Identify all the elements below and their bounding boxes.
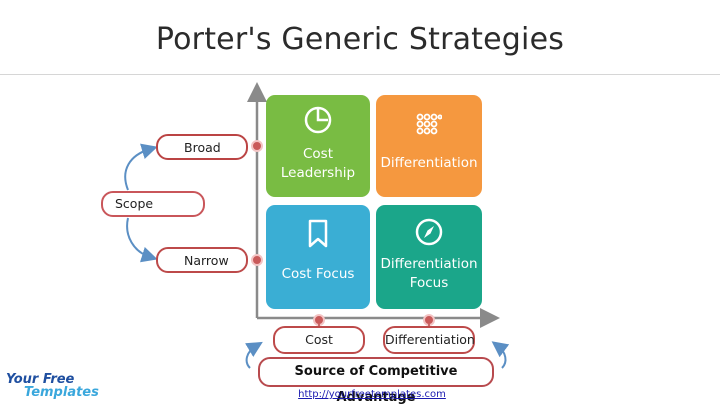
broad-label: Broad (156, 134, 248, 160)
narrow-label: Narrow (156, 247, 248, 273)
quadrant-differentiation-focus: Differentiation Focus (376, 205, 482, 309)
cost-leadership-label: Cost Leadership (280, 146, 356, 181)
cost-focus-label: Cost Focus (281, 266, 355, 282)
source-left-arrow (245, 341, 263, 369)
logo-line1: Your Free (6, 372, 75, 387)
scope-to-narrow-arrow (126, 217, 158, 263)
source-of-advantage-label: Source of Competitive Advantage (258, 357, 494, 405)
cost-axis-dot (313, 314, 325, 326)
dots-grid-icon (416, 113, 443, 141)
scope-to-broad-arrow (124, 143, 158, 191)
website-link[interactable]: http://yourfreetemplates.com (298, 389, 446, 400)
pie-chart-icon (303, 105, 333, 141)
differentiation-focus-label: Differentiation Focus (380, 256, 478, 291)
differentiation-axis-label: Differentiation (383, 326, 475, 354)
cost-label: Cost (273, 326, 365, 354)
differentiation-axis-dot (423, 314, 435, 326)
source-right-arrow (491, 341, 510, 369)
compass-icon (414, 217, 444, 253)
broad-axis-dot (251, 140, 263, 152)
scope-label: Scope (101, 191, 205, 217)
logo-line2: Templates (24, 385, 99, 400)
title-divider (0, 74, 720, 75)
logo: Your Free Templates (6, 372, 99, 402)
narrow-axis-dot (251, 254, 263, 266)
quadrant-cost-focus: Cost Focus (266, 205, 370, 309)
quadrant-differentiation: Differentiation (376, 95, 482, 197)
bookmark-icon (307, 219, 329, 255)
page-title: Porter's Generic Strategies (155, 22, 565, 57)
quadrant-cost-leadership: Cost Leadership (266, 95, 370, 197)
differentiation-label: Differentiation (380, 155, 478, 171)
